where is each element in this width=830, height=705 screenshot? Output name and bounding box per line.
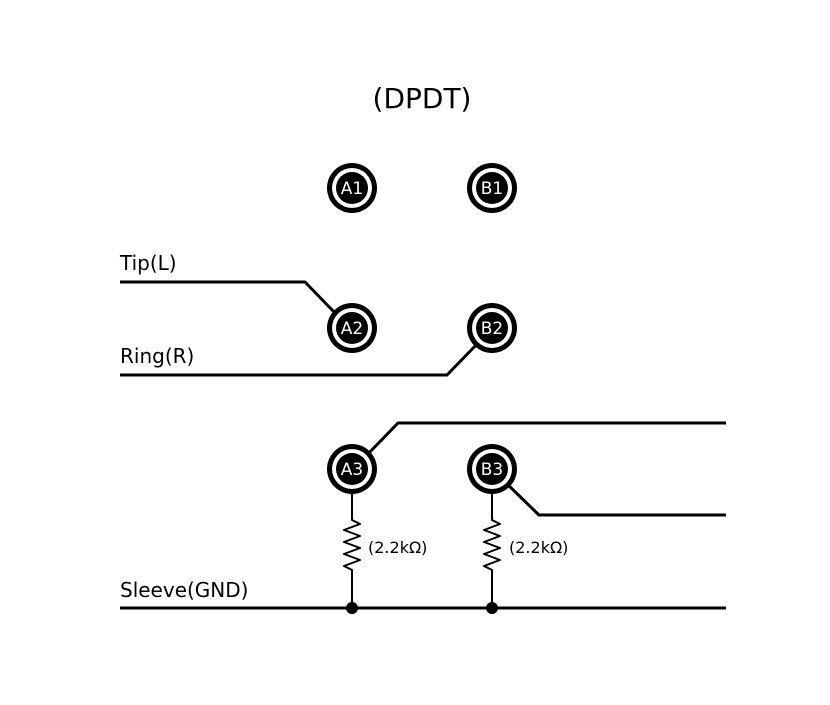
resistor-a-label: (2.2kΩ) (368, 538, 427, 557)
ring-label: Ring(R) (120, 344, 194, 368)
pin-b2-label: B2 (481, 319, 503, 339)
resistor-b (483, 490, 501, 608)
pin-a3: A3 (327, 444, 377, 494)
a3-output-wire (365, 421, 726, 457)
tip-wire (120, 280, 338, 316)
diagram-title: (DPDT) (373, 82, 472, 115)
pin-b1-label: B1 (481, 179, 503, 199)
resistor-a (343, 490, 361, 608)
pin-b3-label: B3 (481, 460, 503, 480)
pin-a1: A1 (327, 163, 377, 213)
pin-b1: B1 (467, 163, 517, 213)
pin-a1-label: A1 (341, 179, 363, 199)
ring-wire (120, 340, 481, 377)
resistor-b-label: (2.2kΩ) (509, 538, 568, 557)
pin-a2: A2 (327, 303, 377, 353)
pin-a3-label: A3 (341, 460, 363, 480)
junction-dot-a (346, 602, 358, 614)
sleeve-label: Sleeve(GND) (120, 578, 248, 602)
b3-output-wire (505, 482, 726, 517)
junction-dot-b (486, 602, 498, 614)
pin-a2-label: A2 (341, 319, 363, 339)
tip-label: Tip(L) (119, 251, 177, 275)
pin-b3: B3 (467, 444, 517, 494)
pin-b2: B2 (467, 303, 517, 353)
